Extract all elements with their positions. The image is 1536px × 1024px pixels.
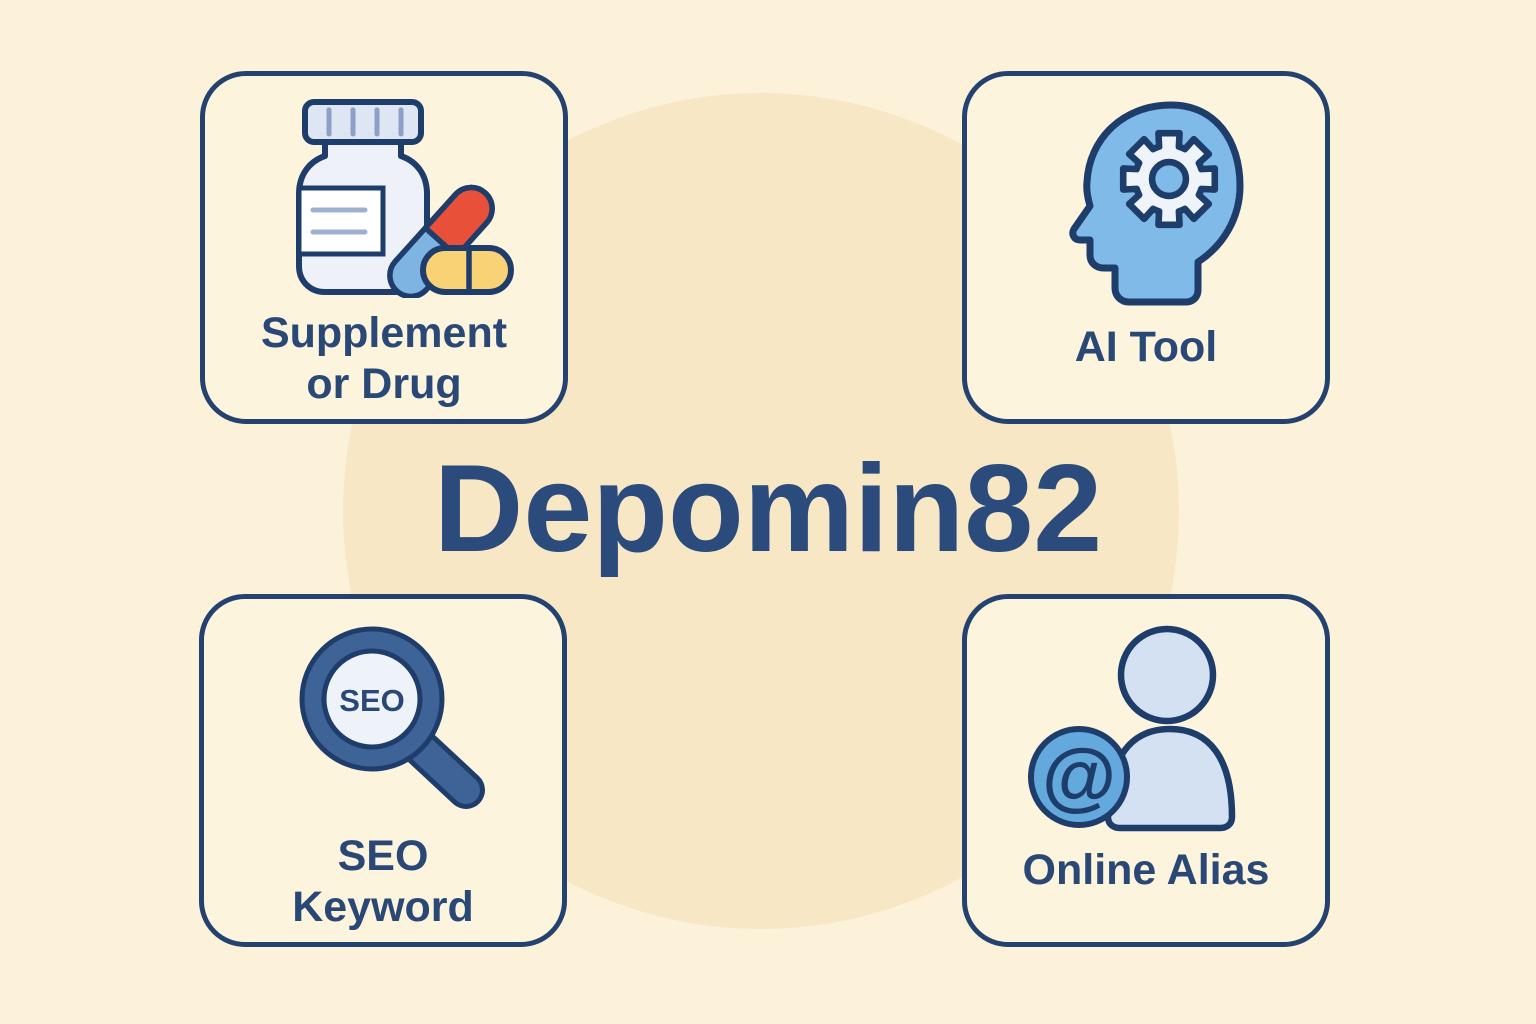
- card-seo-keyword: SEO SEO Keyword: [199, 594, 567, 947]
- magnifier-handle: [403, 730, 485, 809]
- card-ai-tool: AI Tool: [962, 71, 1330, 424]
- page-title: Depomin82: [433, 440, 1103, 578]
- card-label-seo-keyword: SEO Keyword: [210, 831, 556, 932]
- label-line: Supplement: [260, 309, 508, 357]
- at-glyph: @: [1042, 734, 1116, 819]
- card-online-alias: @ Online Alias: [962, 594, 1330, 947]
- bottle-label: [296, 185, 386, 257]
- person-silhouette: [1104, 625, 1236, 832]
- card-supplement-or-drug: Supplement or Drug: [200, 71, 568, 424]
- gear: [1119, 129, 1219, 229]
- card-label-online-alias: Online Alias: [973, 845, 1319, 896]
- person-with-at-badge-icon: @: [1027, 625, 1245, 833]
- at-badge: @: [1028, 726, 1130, 828]
- pill-bottle-and-pills-icon: [295, 96, 515, 300]
- head-with-gear-icon: [1051, 98, 1249, 316]
- bottle-cap: [302, 99, 424, 145]
- label-line: Keyword: [292, 882, 474, 931]
- magnifier-ring: [299, 626, 445, 772]
- magnifier-lens-text: SEO: [339, 683, 404, 718]
- label-line: Online Alias: [1022, 846, 1270, 894]
- magnifying-glass-seo-icon: SEO: [294, 621, 496, 819]
- label-line: SEO: [337, 832, 429, 880]
- card-label-supplement-or-drug: Supplement or Drug: [211, 308, 557, 409]
- label-line: AI Tool: [1074, 323, 1218, 371]
- label-line: or Drug: [306, 359, 462, 408]
- round-pill: [420, 245, 514, 295]
- card-label-ai-tool: AI Tool: [973, 322, 1319, 373]
